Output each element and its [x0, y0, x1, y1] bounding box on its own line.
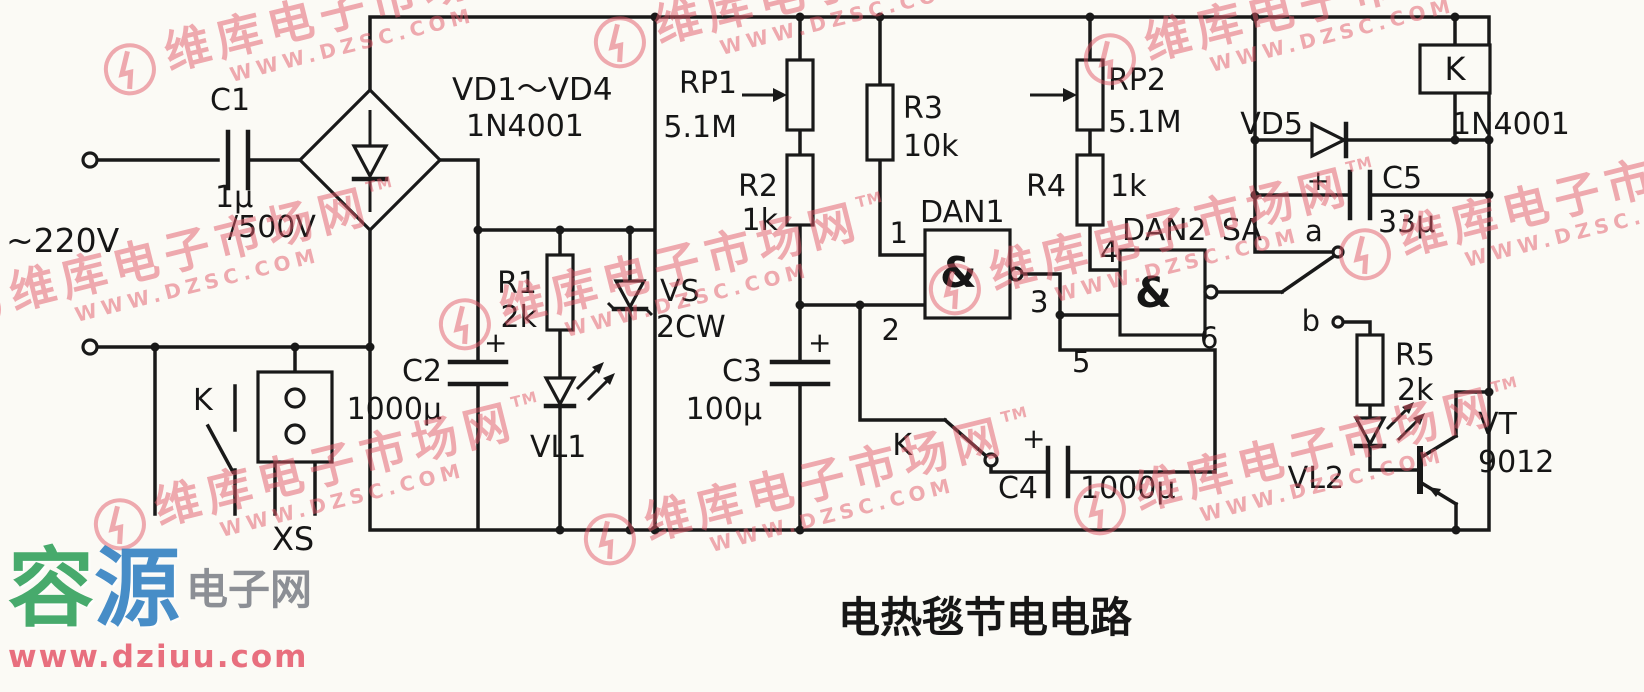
socket-xs	[256, 370, 334, 464]
pin-2: 2	[882, 313, 900, 347]
gate-symbol-dan1: &	[940, 248, 977, 297]
value-c5: 33μ	[1378, 205, 1435, 240]
value-r1: 2k	[501, 300, 538, 335]
value-r5: 2k	[1397, 373, 1434, 408]
mains-label: ~220V	[6, 221, 120, 260]
resistor-r5	[1355, 333, 1385, 407]
label-c5: C5	[1382, 161, 1422, 196]
label-rp1: RP1	[679, 66, 737, 101]
value-vd5: 1N4001	[1452, 107, 1570, 142]
junction-dots	[150, 12, 1494, 535]
plus-c3: +	[808, 326, 831, 359]
label-r2: R2	[738, 169, 778, 204]
label-vs: VS	[660, 274, 700, 309]
value-c4: 1000μ	[1080, 471, 1175, 506]
label-rp2: RP2	[1108, 63, 1166, 98]
mains-terminals	[81, 151, 99, 356]
label-r5: R5	[1395, 338, 1435, 373]
relay-contact-k	[983, 452, 999, 468]
value-c2: 1000μ	[347, 392, 442, 427]
value-vs: 2CW	[656, 310, 726, 345]
capacitor-c3	[769, 359, 831, 387]
resistor-r4	[1075, 153, 1105, 227]
value-r3: 10k	[903, 129, 959, 164]
plus-c4: +	[1022, 422, 1045, 455]
capacitor-c4	[1045, 445, 1071, 499]
label-sa: SA	[1222, 213, 1263, 248]
label-dan1: DAN1	[920, 195, 1005, 230]
pin-3: 3	[1030, 285, 1048, 319]
bridge-rectifier-vd1-vd4	[297, 87, 443, 233]
gate-dan2	[1118, 248, 1219, 337]
capacitor-c2	[447, 359, 509, 387]
switch-sa-blade	[1279, 253, 1337, 295]
pin-4: 4	[1100, 235, 1118, 269]
label-k-switch: K	[193, 383, 214, 418]
label-sa-b: b	[1302, 304, 1320, 338]
value-c3: 100μ	[686, 392, 762, 427]
label-vt: VT	[1478, 407, 1518, 442]
pin-5: 5	[1072, 345, 1090, 379]
relay-contact-k-blade	[942, 417, 988, 458]
gate-symbol-dan2: &	[1135, 268, 1172, 317]
voltage-c1: /500V	[228, 210, 316, 245]
resistor-r1	[545, 253, 575, 332]
label-vd5: VD5	[1240, 107, 1303, 142]
value-rp1: 5.1M	[663, 110, 737, 145]
value-r4: 1k	[1110, 169, 1147, 204]
circuit-wires	[95, 15, 1491, 532]
switch-k-blade	[205, 423, 236, 475]
label-vl1: VL1	[530, 430, 586, 465]
value-c1: 1μ	[215, 180, 253, 215]
value-r2: 1k	[742, 203, 779, 238]
label-c2: C2	[402, 354, 442, 389]
plus-c2: +	[484, 326, 507, 359]
value-vt: 9012	[1478, 445, 1554, 480]
label-xs: XS	[272, 520, 314, 558]
label-c3: C3	[722, 354, 762, 389]
potentiometer-rp2	[1030, 58, 1105, 132]
diode-vd5	[1310, 121, 1349, 159]
value-rp2: 5.1M	[1108, 105, 1182, 140]
plus-c5: +	[1307, 164, 1330, 197]
capacitor-c5	[1347, 169, 1373, 221]
resistor-r3	[865, 83, 895, 162]
switch-sa	[1331, 245, 1345, 329]
value-bridge: 1N4001	[466, 109, 584, 144]
label-r1: R1	[497, 266, 537, 301]
led-vl2	[1353, 402, 1425, 449]
zener-diode-vs	[606, 279, 654, 317]
label-bridge: VD1～VD4	[452, 72, 613, 108]
label-k-contact: K	[892, 428, 913, 463]
label-c4: C4	[998, 471, 1038, 506]
label-r3: R3	[903, 91, 943, 126]
label-k-coil: K	[1445, 50, 1467, 88]
label-c1: C1	[210, 83, 250, 118]
led-vl1	[543, 362, 615, 409]
potentiometer-rp1	[742, 58, 815, 132]
label-vl2: VL2	[1288, 461, 1344, 496]
circuit-title: 电热毯节电电路	[838, 593, 1133, 642]
label-sa-a: a	[1305, 214, 1323, 248]
capacitor-c1	[225, 129, 251, 191]
pin-1: 1	[890, 216, 908, 250]
transistor-vt	[1417, 433, 1459, 507]
relay-coil-k	[1418, 43, 1492, 95]
label-dan2: DAN2	[1122, 213, 1207, 248]
label-r4: R4	[1026, 169, 1066, 204]
pin-6: 6	[1200, 321, 1218, 355]
resistor-r2	[785, 153, 815, 227]
